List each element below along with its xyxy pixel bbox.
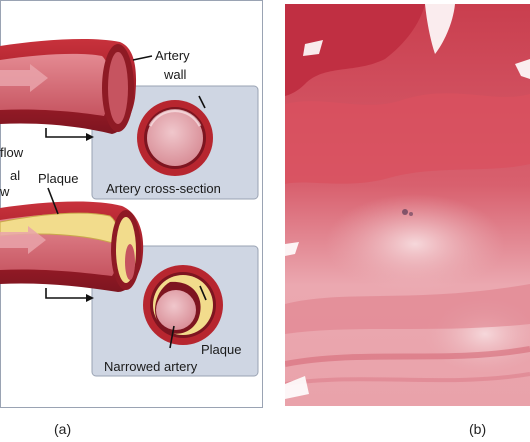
panel-a-illustration: Artery wall flow al w Plaque Artery cros… xyxy=(0,0,263,408)
label-plaque-inset: Plaque xyxy=(201,342,241,357)
label-flow-bottom-2: w xyxy=(0,184,10,199)
label-flow-top: flow xyxy=(0,145,24,160)
panel-b-micrograph xyxy=(285,4,530,406)
restricted-flow-arrow-icon xyxy=(0,226,46,254)
label-plaque-tube: Plaque xyxy=(38,171,78,186)
caption-a: (a) xyxy=(54,421,72,437)
caption-b: (b) xyxy=(469,421,487,437)
histology-image xyxy=(285,4,530,406)
label-artery-wall-1: Artery xyxy=(155,48,190,63)
healthy-artery-tube xyxy=(0,39,137,134)
flow-arrow-icon xyxy=(0,64,48,92)
label-artery-cross-section: Artery cross-section xyxy=(106,181,221,196)
artery-diagram: Artery wall flow al w Plaque Artery cros… xyxy=(0,0,263,408)
label-flow-bottom-1: al xyxy=(10,168,20,183)
narrowed-artery-tube xyxy=(0,201,144,292)
label-narrowed-artery: Narrowed artery xyxy=(104,359,198,374)
narrowed-cross-section xyxy=(143,265,223,345)
healthy-cross-section xyxy=(137,100,213,176)
label-artery-wall-2: wall xyxy=(163,67,187,82)
